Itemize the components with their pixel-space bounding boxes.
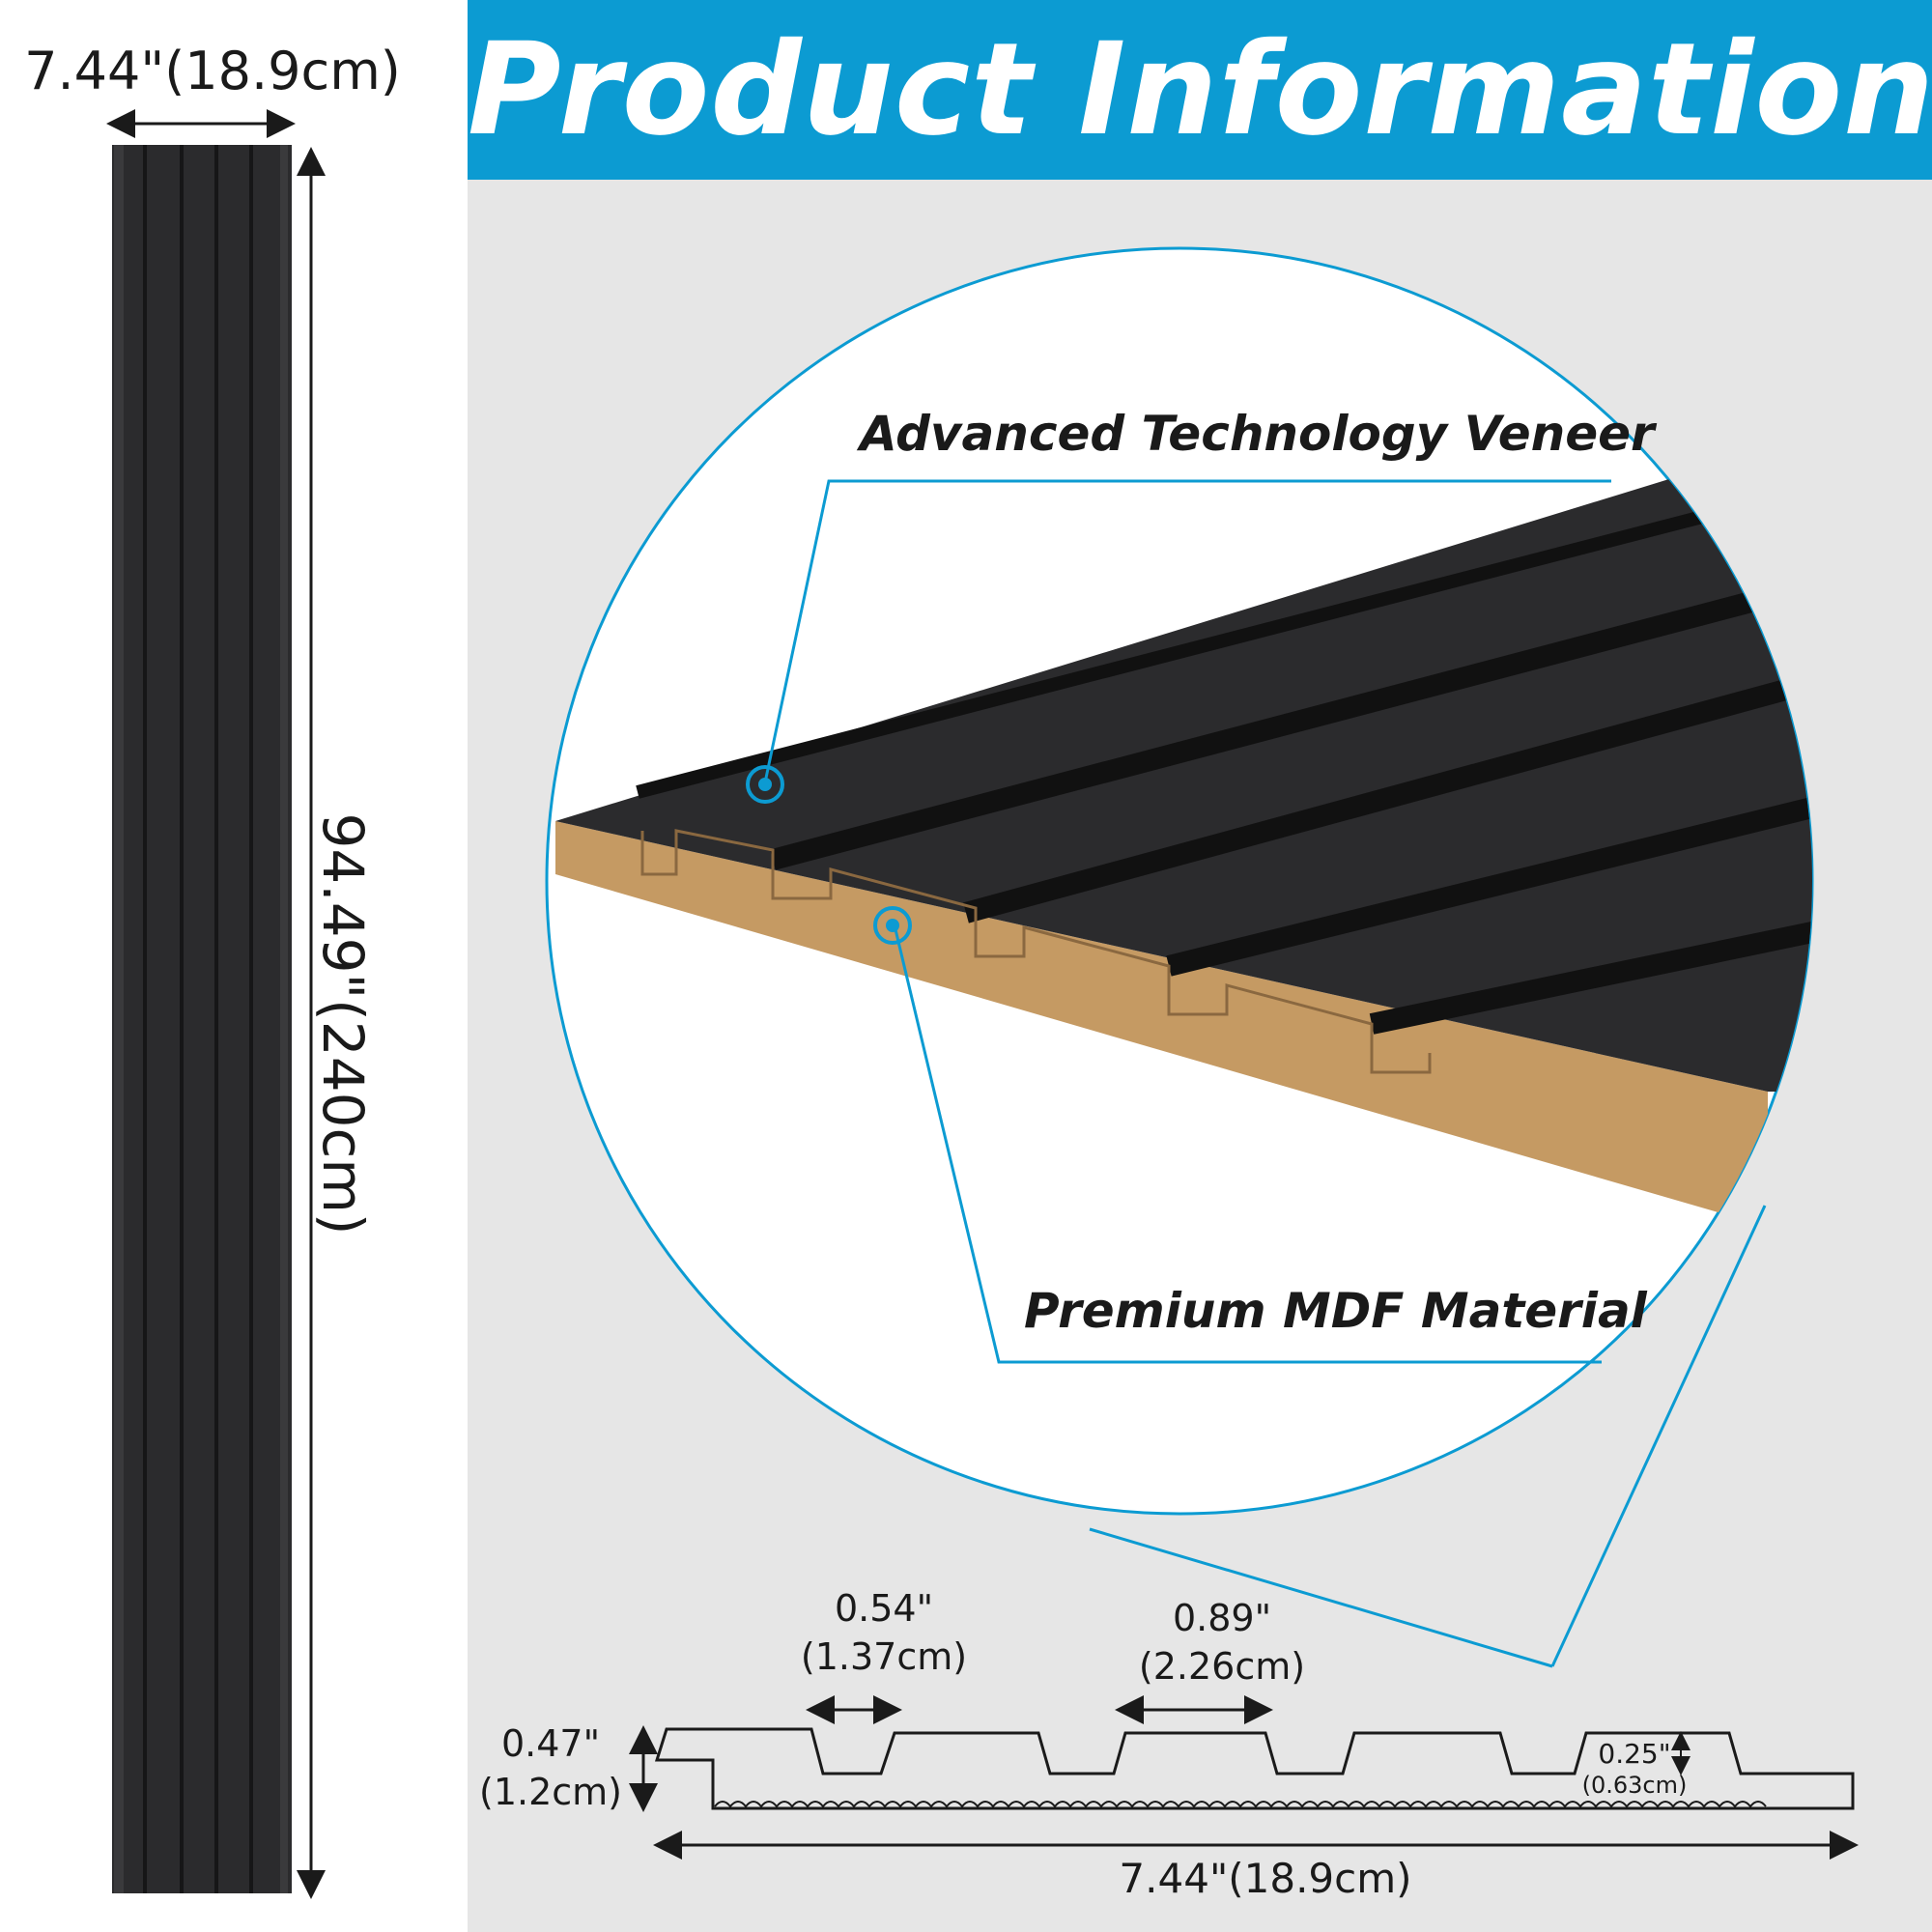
slat-width-cm: (2.26cm) — [1138, 1645, 1306, 1688]
mdf-callout-label: Premium MDF Material — [1024, 1283, 1647, 1339]
closeup-panel-image — [555, 464, 1812, 1227]
header-bar — [468, 0, 1932, 180]
groove-depth-in: 0.25" — [1598, 1738, 1671, 1770]
slat-width-in: 0.89" — [1172, 1597, 1272, 1639]
magnifier-pointer-left — [1089, 1527, 1553, 1668]
panel-height-label: 94.49"(240cm) — [310, 812, 376, 1236]
magnifier-pointer-right — [1550, 1205, 1767, 1667]
groove-depth-label: 0.25" (0.63cm) — [1557, 1739, 1712, 1801]
thickness-label: 0.47" (1.2cm) — [464, 1719, 638, 1816]
page-title: Product Information — [468, 15, 1932, 164]
thickness-cm: (1.2cm) — [479, 1771, 622, 1813]
groove-width-in: 0.54" — [834, 1587, 934, 1630]
total-width-label: 7.44"(18.9cm) — [1119, 1855, 1412, 1902]
panel-width-label: 7.44"(18.9cm) — [24, 41, 401, 101]
groove-depth-cm: (0.63cm) — [1581, 1772, 1688, 1799]
thickness-in: 0.47" — [500, 1722, 601, 1765]
cross-section-profile — [654, 1727, 1855, 1810]
veneer-callout-dot — [746, 765, 784, 804]
vertical-panel-image — [112, 145, 292, 1893]
groove-width-label: 0.54" (1.37cm) — [763, 1584, 1005, 1681]
mdf-leader-line — [893, 924, 1602, 1364]
slat-width-label: 0.89" (2.26cm) — [1101, 1594, 1343, 1690]
groove-width-cm: (1.37cm) — [800, 1635, 968, 1678]
veneer-leader-line — [763, 479, 1611, 783]
veneer-callout-label: Advanced Technology Veneer — [860, 406, 1655, 462]
mdf-callout-dot — [873, 906, 912, 945]
